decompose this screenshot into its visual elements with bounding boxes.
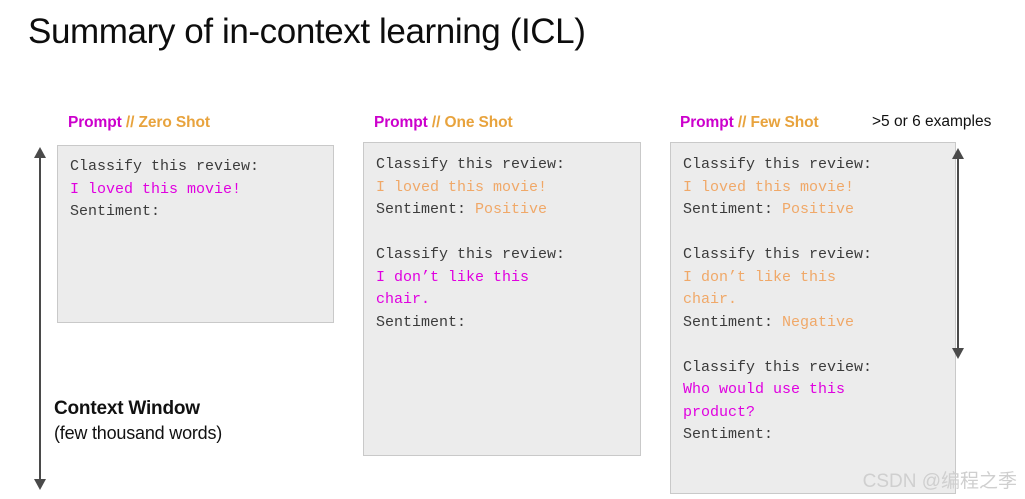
code-segment-label: Sentiment: bbox=[683, 313, 783, 331]
code-segment: Classify this review: bbox=[683, 358, 873, 376]
prompt-code-zero-shot: Classify this review: I loved this movie!… bbox=[70, 156, 333, 224]
context-window-title: Context Window bbox=[54, 398, 200, 419]
few-shot-arrow-head-up bbox=[952, 148, 964, 159]
context-window-arrow-line bbox=[39, 157, 41, 479]
context-window-subtitle: (few thousand words) bbox=[54, 423, 223, 443]
code-segment: I don’t like this bbox=[683, 268, 837, 286]
few-shot-examples-annotation: >5 or 6 examples bbox=[872, 113, 992, 130]
code-blank-line bbox=[376, 222, 640, 245]
mode-label: // One Shot bbox=[431, 114, 513, 131]
column-header-one-shot: Prompt // One Shot bbox=[374, 114, 513, 132]
code-line: Sentiment: Negative bbox=[683, 312, 955, 335]
code-segment: chair. bbox=[376, 291, 431, 308]
column-header-few-shot: Prompt // Few Shot bbox=[680, 114, 819, 132]
prompt-box-zero-shot: Classify this review: I loved this movie!… bbox=[57, 145, 334, 323]
column-header-zero-shot: Prompt // Zero Shot bbox=[68, 114, 210, 132]
code-blank-line bbox=[683, 334, 955, 357]
prompt-label: Prompt bbox=[374, 114, 428, 131]
code-segment-completion: Positive bbox=[475, 201, 548, 218]
context-window-arrow-head-down bbox=[34, 479, 46, 490]
code-line: Classify this review: bbox=[683, 154, 955, 177]
code-line: product? bbox=[683, 402, 955, 425]
code-segment: Classify this review: bbox=[683, 156, 873, 173]
prompt-label: Prompt bbox=[68, 114, 122, 131]
code-line: Classify this review: bbox=[376, 244, 640, 267]
code-line: Sentiment: bbox=[70, 201, 333, 224]
few-shot-arrow-head-down bbox=[952, 348, 964, 359]
code-line: Classify this review: bbox=[683, 357, 955, 380]
code-segment: product? bbox=[683, 403, 756, 421]
prompt-box-few-shot: Classify this review: I loved this movie!… bbox=[670, 142, 956, 494]
code-segment: I loved this movie! bbox=[376, 178, 548, 196]
code-line: chair. bbox=[376, 289, 640, 312]
code-blank-line bbox=[683, 222, 955, 245]
code-line: I don’t like this bbox=[376, 267, 640, 290]
code-segment: Classify this review: bbox=[683, 246, 873, 263]
code-line: I loved this movie! bbox=[376, 177, 640, 200]
code-segment: Sentiment: bbox=[70, 203, 161, 220]
code-line: Who would use this bbox=[683, 379, 955, 402]
code-segment: Classify this review: bbox=[70, 158, 260, 175]
code-segment-completion: Negative bbox=[782, 313, 855, 331]
code-segment: Sentiment: bbox=[376, 313, 467, 331]
code-segment: I loved this movie! bbox=[70, 180, 242, 198]
code-segment: I don’t like this bbox=[376, 268, 530, 286]
context-window-caption: Context Window (few thousand words) bbox=[54, 398, 222, 444]
prompt-code-few-shot: Classify this review: I loved this movie!… bbox=[683, 154, 955, 447]
code-line: I loved this movie! bbox=[683, 177, 955, 200]
code-line: Classify this review: bbox=[683, 244, 955, 267]
code-line: Sentiment: Positive bbox=[376, 199, 640, 222]
code-segment: I loved this movie! bbox=[683, 178, 855, 196]
code-segment-label: Sentiment: bbox=[683, 201, 783, 218]
code-segment: chair. bbox=[683, 291, 738, 308]
code-line: Classify this review: bbox=[376, 154, 640, 177]
code-segment: Classify this review: bbox=[376, 246, 566, 263]
code-segment-completion: Positive bbox=[782, 201, 855, 218]
code-line: I don’t like this bbox=[683, 267, 955, 290]
code-segment-label: Sentiment: bbox=[376, 201, 476, 218]
code-line: I loved this movie! bbox=[70, 179, 333, 202]
prompt-label: Prompt bbox=[680, 114, 734, 131]
code-line: Classify this review: bbox=[70, 156, 333, 179]
code-segment: Sentiment: bbox=[683, 426, 774, 443]
code-line: Sentiment: bbox=[376, 312, 640, 335]
page-title: Summary of in-context learning (ICL) bbox=[28, 12, 586, 51]
mode-label: // Few Shot bbox=[737, 114, 819, 131]
code-line: chair. bbox=[683, 289, 955, 312]
context-window-arrow-head-up bbox=[34, 147, 46, 158]
code-segment: Classify this review: bbox=[376, 156, 566, 173]
mode-label: // Zero Shot bbox=[125, 114, 210, 131]
few-shot-arrow-line bbox=[957, 158, 959, 348]
code-segment: Who would use this bbox=[683, 381, 846, 398]
code-line: Sentiment: bbox=[683, 424, 955, 447]
prompt-code-one-shot: Classify this review: I loved this movie!… bbox=[376, 154, 640, 334]
code-line: Sentiment: Positive bbox=[683, 199, 955, 222]
prompt-box-one-shot: Classify this review: I loved this movie!… bbox=[363, 142, 641, 456]
